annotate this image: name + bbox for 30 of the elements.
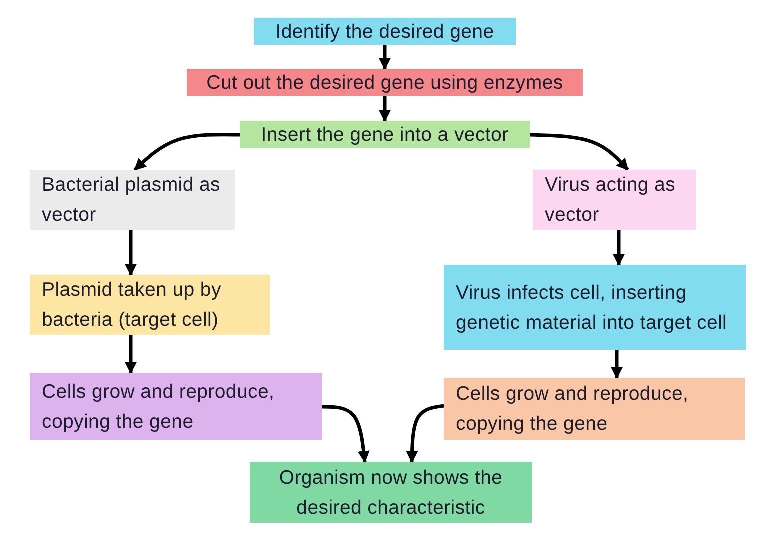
arrow [379, 45, 391, 70]
step-text: Organism now shows the desired characteristic [278, 466, 504, 520]
step-text: Insert the gene into a vector [261, 122, 509, 148]
arrow [379, 96, 391, 122]
process-box [250, 462, 532, 523]
step-text: Cut out the desired gene using enzymes [206, 70, 564, 96]
arrow [613, 230, 625, 266]
step-text: Bacterial plasmid as vector [42, 173, 222, 228]
arrow [125, 230, 137, 276]
process-box [30, 373, 322, 440]
step-text: Virus infects cell, inserting genetic material into target cell [456, 280, 728, 336]
process-box [444, 265, 746, 350]
arrow [125, 335, 137, 374]
process-box [533, 170, 696, 230]
step-text: Plasmid taken up by bacteria (target cell) [42, 278, 222, 333]
step-text: Identify the desired gene [276, 20, 494, 44]
process-box [254, 18, 516, 45]
process-box [240, 121, 530, 148]
process-box [30, 170, 235, 230]
process-box [30, 275, 270, 335]
arrow [611, 350, 623, 380]
arrow [530, 133, 630, 172]
step-text: Cells grow and reproduce, copying the gene [456, 382, 690, 437]
step-text: Virus acting as vector [545, 173, 677, 228]
process-box [187, 69, 583, 96]
arrow [134, 133, 240, 172]
arrow [322, 405, 370, 464]
step-text: Cells grow and reproduce, copying the gene [42, 380, 276, 434]
arrow [406, 404, 444, 464]
process-box [444, 378, 745, 440]
